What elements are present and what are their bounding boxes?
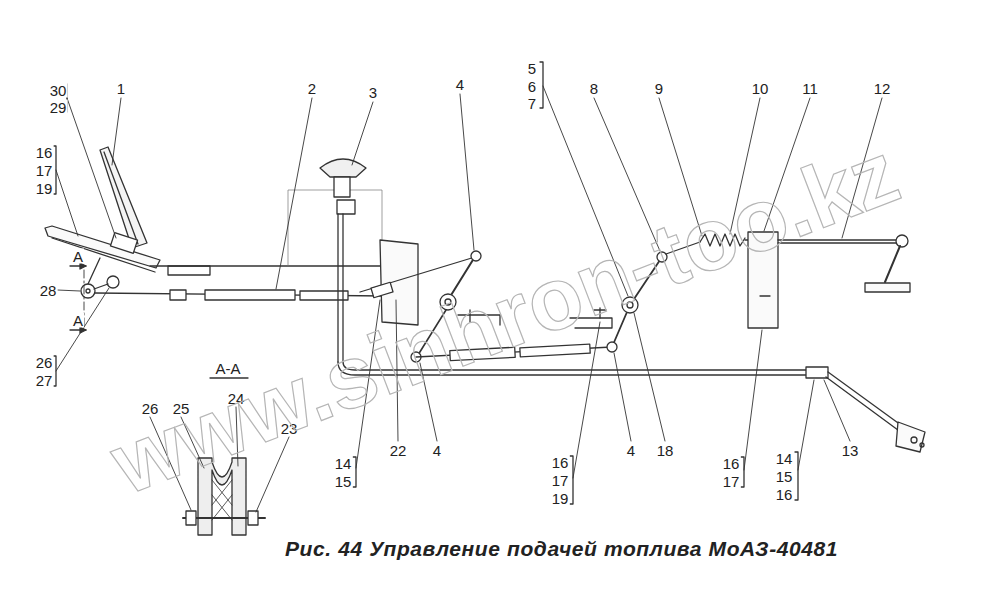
callout-number: 17 [35,163,54,178]
callout-number: 16 [551,455,570,470]
callout-number: 30 [49,83,68,98]
callout-number: 15 [334,474,353,489]
callout-number: 1 [116,81,126,96]
callout-number: 4 [432,443,442,458]
callout-number: 16 [775,487,794,502]
callout-number: 4 [626,443,636,458]
callout-number: 19 [35,181,54,196]
callout-number: 9 [654,81,664,96]
callout-number: 5 [527,61,537,76]
callout-number: 4 [455,77,465,92]
callout-number: 16 [722,456,741,471]
callout-number: А [72,313,84,328]
callout-number: 29 [49,100,68,115]
callout-number: 12 [873,81,892,96]
figure-caption: Рис. 44 Управление подачей топлива МоАЗ-… [285,538,838,559]
callout-number: 15 [775,469,794,484]
callout-number: 18 [656,443,675,458]
callout-number: 10 [751,81,770,96]
callout-number: 6 [527,79,537,94]
callout-number: 14 [775,451,794,466]
callout-number: 11 [801,81,819,96]
callout-number: 17 [551,473,570,488]
callout-number: 2 [307,81,317,96]
callout-number: 22 [389,443,408,458]
callout-number: 28 [39,283,58,298]
callout-number: 3 [368,85,378,100]
callout-number: 27 [35,373,54,388]
callout-number: 8 [589,81,599,96]
callout-number: 7 [527,96,537,111]
callout-number: 16 [35,145,54,160]
callout-number: 19 [551,491,570,506]
callout-number: А [72,249,84,264]
callout-number: 14 [334,456,353,471]
callout-number: 13 [841,443,860,458]
callout-number: 17 [722,474,741,489]
callout-number: 26 [35,355,54,370]
